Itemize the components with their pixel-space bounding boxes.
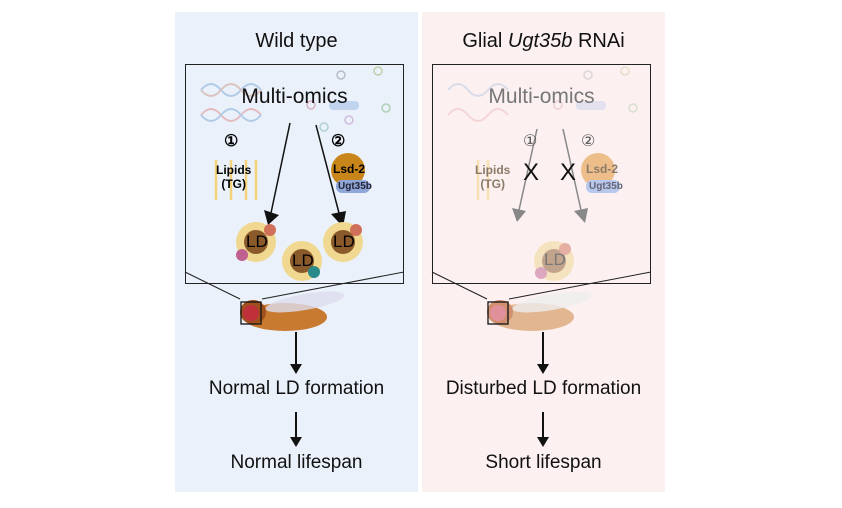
step-2-label: ② [581, 133, 596, 150]
inset-graphics [200, 66, 391, 281]
head-highlight-box [487, 301, 509, 325]
ld-label: LD [292, 251, 314, 270]
ugt35b-protein-icon [336, 180, 370, 193]
outcome-ld-formation: Normal LD formation [208, 378, 385, 399]
lipids-label: Lipids (TG) [216, 163, 252, 191]
network-icon [306, 66, 391, 132]
title-prefix: Glial [462, 30, 508, 52]
dna-icon [447, 83, 509, 122]
lipid-icon [214, 160, 258, 200]
ld-label: LD [544, 250, 566, 269]
ugt35b-label: Ugt35b [338, 181, 372, 192]
panel-title: Glial Ugt35b RNAi [422, 30, 665, 53]
lipid-droplet-icon [534, 241, 574, 281]
network-icon [553, 66, 638, 113]
fly-graphics [431, 271, 652, 447]
lsd2-label: Lsd-2 [333, 162, 366, 176]
multiomics-label: Multi-omics [488, 85, 595, 108]
outcome-ld-formation: Disturbed LD formation [445, 378, 642, 399]
arrow-1 [518, 128, 538, 211]
ld-label: LD [246, 232, 268, 251]
lipid-droplet-icon [236, 222, 363, 281]
lsd2-protein-icon [331, 153, 365, 187]
title-gene: Ugt35b [507, 30, 573, 52]
zoom-inset: Multi-omics ① ② Lipids (TG) Lsd-2 Ugt35b… [185, 64, 404, 284]
step-1-label: ① [523, 133, 538, 150]
block-x-2: X [560, 159, 577, 186]
ld-label: LD [333, 232, 355, 251]
rnai-panel: Glial Ugt35b RNAi [422, 12, 665, 492]
arrow-2 [562, 128, 582, 211]
lsd2-protein-icon [581, 153, 615, 187]
lsd2-label: Lsd-2 [586, 162, 619, 176]
ugt35b-label: Ugt35b [589, 181, 623, 192]
block-x-1: X [523, 159, 540, 186]
dna-icon [200, 83, 262, 122]
multiomics-label: Multi-omics [241, 85, 348, 108]
arrow-2 [315, 124, 340, 214]
zoom-inset: Multi-omics ① ② Lipids (TG) X X Lsd-2 Ug… [432, 64, 651, 284]
step-2-label: ② [331, 133, 346, 150]
outcome-lifespan: Normal lifespan [230, 452, 363, 473]
inset-graphics [447, 66, 638, 281]
outcome-lifespan: Short lifespan [485, 452, 602, 473]
ugt35b-protein-icon [586, 180, 620, 193]
title-suffix: RNAi [572, 30, 625, 52]
step-1-label: ① [224, 133, 239, 150]
arrow-1 [270, 122, 291, 214]
fly-graphics [184, 271, 405, 447]
head-highlight-box [240, 301, 262, 325]
lipids-label: Lipids (TG) [475, 163, 511, 191]
lipid-icon [476, 160, 490, 200]
panel-title: Wild type [255, 30, 338, 52]
wild-type-panel: Wild type [175, 12, 418, 492]
